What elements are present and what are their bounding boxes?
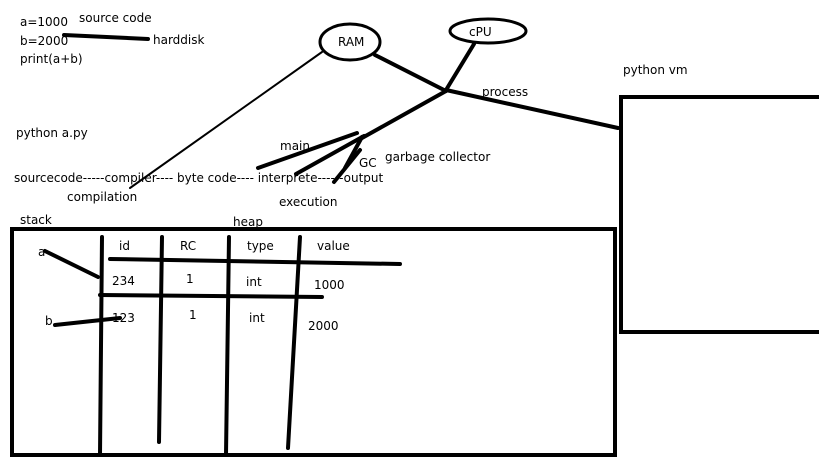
heap-cell-value: 2000 xyxy=(308,319,339,333)
python-vm-box xyxy=(619,95,819,334)
interpreter-branch-line xyxy=(294,134,366,176)
process-to-interpreter-line xyxy=(360,89,448,140)
heap-header-type: type xyxy=(247,239,274,253)
heap-row-divider-1 xyxy=(108,257,402,266)
stack-var-b: b xyxy=(45,314,53,328)
heap-col-divider-4 xyxy=(286,235,302,450)
code-line-3: print(a+b) xyxy=(20,52,83,66)
source-code-label: source code xyxy=(79,11,152,25)
cpu-label: cPU xyxy=(469,25,492,39)
output-branch-line xyxy=(332,148,362,184)
heap-header-rc: RC xyxy=(180,239,196,253)
heap-cell-value: 1000 xyxy=(314,278,345,292)
process-to-vm-line xyxy=(444,88,620,130)
heap-cell-id: 234 xyxy=(112,274,135,288)
heap-header-value: value xyxy=(317,239,350,253)
heap-cell-rc: 1 xyxy=(189,308,197,322)
cpu-node xyxy=(448,17,528,45)
ram-to-process-line xyxy=(373,53,448,93)
var-b-pointer xyxy=(53,316,122,327)
ram-node xyxy=(318,22,382,62)
heap-header-id: id xyxy=(119,239,130,253)
garbage-collector-label: garbage collector xyxy=(385,150,490,164)
ram-label: RAM xyxy=(338,35,364,49)
heap-col-divider-2 xyxy=(157,235,164,444)
ram-to-compilation-line xyxy=(129,51,323,189)
main-label: main xyxy=(280,139,310,153)
cpu-to-process-line xyxy=(444,42,476,92)
python-vm-label: python vm xyxy=(623,63,688,77)
code-line-1: a=1000 xyxy=(20,15,68,29)
main-arrow xyxy=(256,131,359,170)
stack-label: stack xyxy=(20,213,52,227)
process-label: process xyxy=(482,85,528,99)
execution-label: execution xyxy=(279,195,337,209)
heap-label: heap xyxy=(233,215,263,229)
pipeline-label: sourcecode-----compiler---- byte code---… xyxy=(14,171,384,185)
heap-cell-type: int xyxy=(246,275,262,289)
var-a-pointer xyxy=(43,249,100,279)
heap-col-divider-1 xyxy=(98,235,104,457)
compilation-label: compilation xyxy=(67,190,137,204)
code-to-harddisk-line xyxy=(62,33,150,41)
code-line-2: b=2000 xyxy=(20,34,68,48)
command-label: python a.py xyxy=(16,126,88,140)
gc-label: GC xyxy=(359,156,377,170)
heap-cell-id: 123 xyxy=(112,311,135,325)
heap-cell-rc: 1 xyxy=(186,272,194,286)
heap-col-divider-3 xyxy=(224,235,231,457)
heap-row-divider-2 xyxy=(98,293,324,299)
harddisk-label: harddisk xyxy=(153,33,205,47)
memory-box xyxy=(10,227,617,457)
heap-cell-type: int xyxy=(249,311,265,325)
stack-var-a: a xyxy=(38,245,45,259)
